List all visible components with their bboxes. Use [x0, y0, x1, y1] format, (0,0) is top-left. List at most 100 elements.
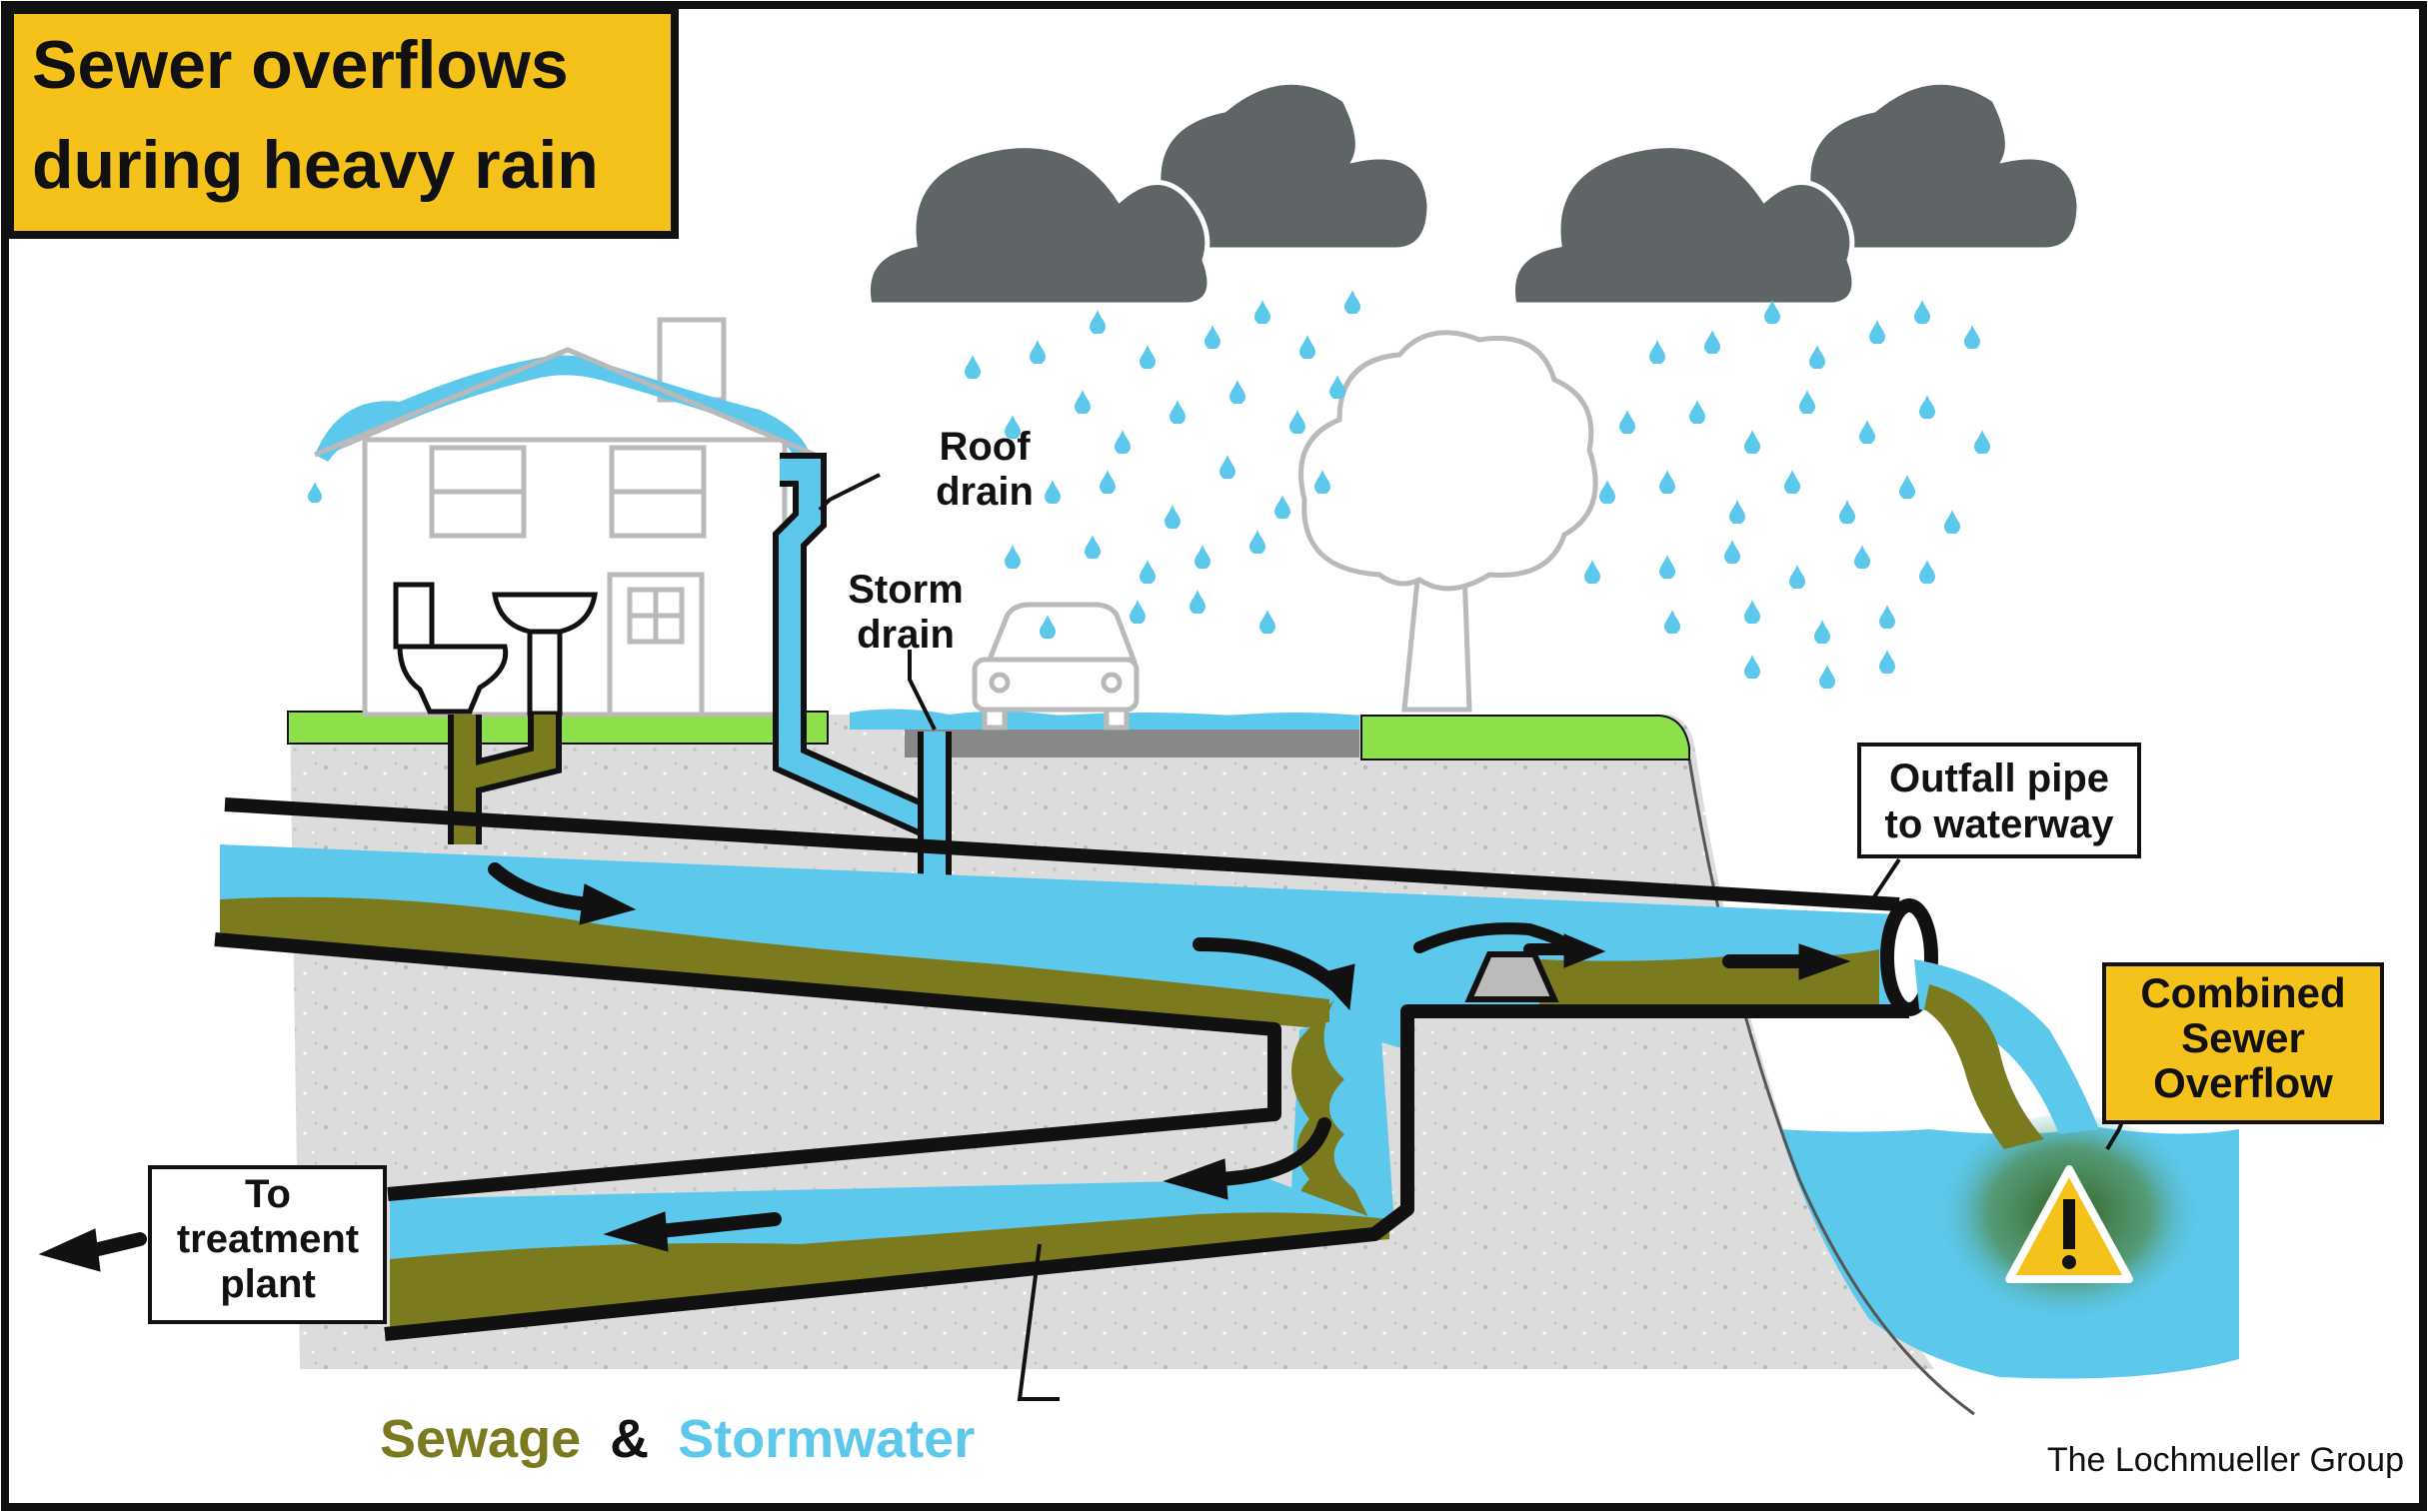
raindrop-icon [1130, 600, 1146, 624]
pipe-walls [214, 797, 1909, 1341]
raindrop-icon [1140, 345, 1156, 369]
treatment-label-3: plant [220, 1262, 316, 1306]
raindrop-icon [1170, 400, 1186, 424]
raindrop-icon [1254, 300, 1270, 324]
raindrop-icon [1030, 340, 1046, 364]
raindrop-icon [1649, 340, 1665, 364]
house-icon [321, 317, 816, 718]
raindrop-icon [1744, 600, 1760, 624]
roof-drain-label-1: Roof [939, 425, 1031, 469]
arrow-icon [83, 1232, 147, 1258]
sink-icon [492, 592, 598, 717]
treatment-label-1: To [245, 1172, 291, 1216]
raindrop-icon [1045, 480, 1061, 504]
raindrop-icon [1839, 500, 1855, 524]
raindrop-icon [1075, 390, 1091, 414]
raindrop-icon [1879, 605, 1895, 629]
cso-label-1: Combined [2140, 969, 2345, 1016]
outfall-label-1: Outfall pipe [1889, 756, 2109, 800]
raindrop-icon [1854, 545, 1870, 569]
raindrop-icon [1219, 455, 1235, 479]
legend-amp: & [610, 1409, 649, 1469]
outfall-overflow-sewage [1924, 984, 2044, 1149]
arrow-icon [488, 862, 597, 911]
roof-drain-label-2: drain [936, 470, 1034, 514]
raindrop-icon [1974, 430, 1990, 454]
raindrop-icon [1085, 535, 1101, 559]
arrow-icon [38, 1228, 101, 1272]
cso-label-2: Sewer [2181, 1014, 2305, 1061]
raindrop-icon [1115, 430, 1131, 454]
raindrop-icon [1724, 540, 1740, 564]
cso-label-3: Overflow [2153, 1059, 2333, 1106]
title-box: Sewer overflows during heavy rain [6, 6, 679, 239]
title-line-1: Sewer overflows [32, 27, 569, 103]
raindrop-icon [1944, 510, 1960, 534]
arrow-icon [1213, 1117, 1331, 1186]
lower-pipe-sewage [390, 1212, 1389, 1329]
raindrop-icon [1229, 380, 1245, 404]
cloud-icon [1510, 79, 2082, 308]
raindrop-icon [1879, 650, 1895, 674]
roof-outline [314, 347, 816, 458]
raindrop-icon [1274, 495, 1290, 519]
flow-arrows [38, 862, 1851, 1272]
legend-stormwater: Stormwater [678, 1409, 975, 1469]
raindrop-icon [1190, 590, 1206, 614]
upper-pipe-sewage [220, 896, 1329, 1029]
warning-icon [2005, 1165, 2133, 1283]
raindrop-icon [1249, 530, 1265, 554]
raindrop-icon [1729, 500, 1745, 524]
legend-sewage: Sewage [380, 1409, 581, 1469]
raindrop-icon [1919, 560, 1935, 584]
raindrop-icon [1789, 565, 1805, 589]
raindrop-icon [1689, 400, 1705, 424]
storm-drain-label-2: drain [857, 613, 955, 657]
arrow-icon [1316, 963, 1355, 1011]
raindrop-icon [1744, 655, 1760, 679]
raindrop-icon [1799, 390, 1815, 414]
raindrop-icon [1664, 610, 1680, 634]
raindrop-icon [1869, 320, 1885, 344]
raindrop-icon [1659, 555, 1675, 579]
raindrop-icon [1205, 325, 1220, 349]
raindrop-icon [1299, 335, 1315, 359]
raindrop-icon [1090, 310, 1106, 334]
connector-sewage [1291, 999, 1379, 1239]
car-icon [972, 602, 1140, 731]
credit-text: The Lochmueller Group [2047, 1441, 2404, 1479]
raindrop-icon [1914, 300, 1930, 324]
arrow-icon [579, 883, 637, 925]
raindrop-icon [1809, 345, 1825, 369]
road-surface [905, 730, 1359, 757]
raindrop-icon [1814, 620, 1830, 644]
raindrop-icon [1619, 410, 1635, 434]
raindrop-icon [1964, 325, 1980, 349]
raindrop-icon [1140, 560, 1156, 584]
arrow-icon [603, 1211, 669, 1252]
raindrop-icon [1584, 560, 1600, 584]
raindrop-icon [1744, 430, 1760, 454]
arrow-icon [653, 1212, 782, 1238]
raindrop-icon [1100, 470, 1116, 494]
cso-label-box: Combined Sewer Overflow [2102, 962, 2384, 1124]
cloud-icon [866, 79, 1432, 308]
raindrop-icon [1259, 610, 1275, 634]
toilet-icon [393, 582, 509, 715]
raindrop-icon [1195, 545, 1211, 569]
title-line-2: during heavy rain [32, 127, 599, 203]
treatment-label-2: treatment [177, 1217, 359, 1261]
raindrop-icon [1344, 290, 1360, 314]
grass-right [1360, 715, 1690, 760]
raindrop-icon [308, 482, 322, 503]
treatment-label-box: To treatment plant [148, 1165, 387, 1324]
raindrop-icon [1819, 665, 1835, 689]
arrow-icon [1163, 1158, 1228, 1200]
raindrop-icon [1899, 475, 1915, 499]
raindrop-icon [1599, 480, 1615, 504]
arrow-icon [1798, 943, 1851, 980]
arrow-icon [1563, 933, 1606, 968]
raindrop-icon [1005, 545, 1021, 569]
